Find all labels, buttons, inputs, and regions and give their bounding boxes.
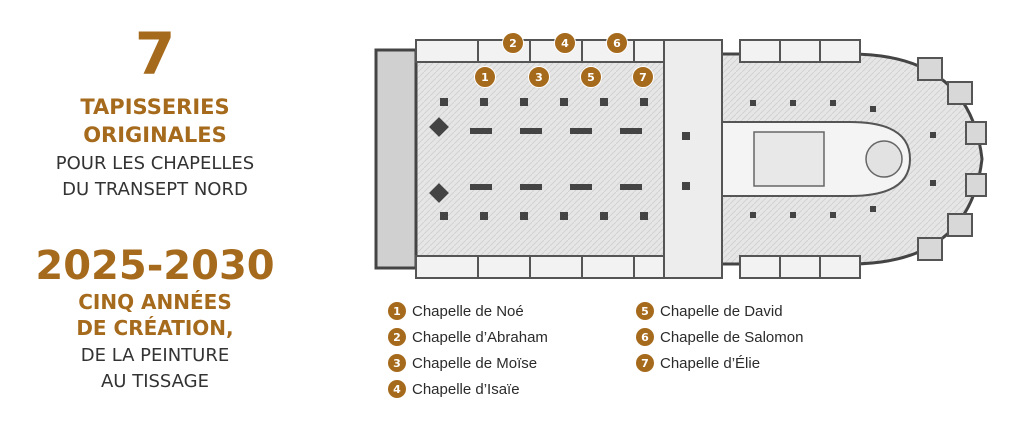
floor-plan-drawing (374, 39, 987, 279)
marker-4: 4 (554, 32, 576, 54)
apse-chapels (917, 57, 987, 261)
legend-item-2: 2 Chapelle d’Abraham (388, 328, 548, 346)
headline-line4: DU TRANSEPT NORD (62, 179, 248, 200)
legend-label: Chapelle de David (660, 302, 783, 320)
headline-line3: POUR LES CHAPELLES (55, 153, 255, 174)
legend-label: Chapelle d’Isaïe (412, 380, 520, 398)
legend-badge: 2 (388, 328, 406, 346)
legend-label: Chapelle de Salomon (660, 328, 804, 346)
legend-badge: 3 (388, 354, 406, 372)
legend-badge: 6 (636, 328, 654, 346)
legend-badge: 1 (388, 302, 406, 320)
marker-2: 2 (502, 32, 524, 54)
headline-line2: ORIGINALES (83, 123, 227, 147)
marker-7: 7 (632, 66, 654, 88)
marker-3: 3 (528, 66, 550, 88)
period-years: 2025-2030 (35, 243, 275, 289)
legend-label: Chapelle d’Abraham (412, 328, 548, 346)
period-line3: DE LA PEINTURE (80, 345, 230, 366)
legend-label: Chapelle de Noé (412, 302, 524, 320)
legend-item-7: 7 Chapelle d’Élie (636, 354, 760, 372)
legend-item-1: 1 Chapelle de Noé (388, 302, 524, 320)
legend-badge: 7 (636, 354, 654, 372)
period-line4: AU TISSAGE (100, 371, 210, 392)
south-chapels (415, 255, 861, 279)
transept (663, 39, 723, 279)
legend-label: Chapelle d’Élie (660, 354, 761, 372)
legend-item-4: 4 Chapelle d’Isaïe (388, 380, 520, 398)
legend-badge: 5 (636, 302, 654, 320)
legend-item-5: 5 Chapelle de David (636, 302, 783, 320)
nave-piers (429, 98, 936, 220)
info-panel: 7 TAPISSERIES ORIGINALES POUR LES CHAPEL… (0, 0, 330, 448)
north-chapels (415, 39, 861, 63)
choir-enclosure (753, 131, 825, 187)
marker-6: 6 (606, 32, 628, 54)
period-line1: CINQ ANNÉES (78, 290, 232, 314)
legend-badge: 4 (388, 380, 406, 398)
period-line2: DE CRÉATION, (76, 316, 234, 340)
headline-line1: TAPISSERIES (80, 95, 230, 119)
altar (865, 140, 903, 178)
legend-label: Chapelle de Moïse (412, 354, 538, 372)
tapestry-count: 7 (134, 20, 176, 88)
cathedral-floor-plan: 1 2 3 4 5 6 7 (370, 32, 990, 282)
marker-1: 1 (474, 66, 496, 88)
marker-5: 5 (580, 66, 602, 88)
west-facade (374, 48, 418, 270)
legend-item-3: 3 Chapelle de Moïse (388, 354, 537, 372)
legend-item-6: 6 Chapelle de Salomon (636, 328, 803, 346)
